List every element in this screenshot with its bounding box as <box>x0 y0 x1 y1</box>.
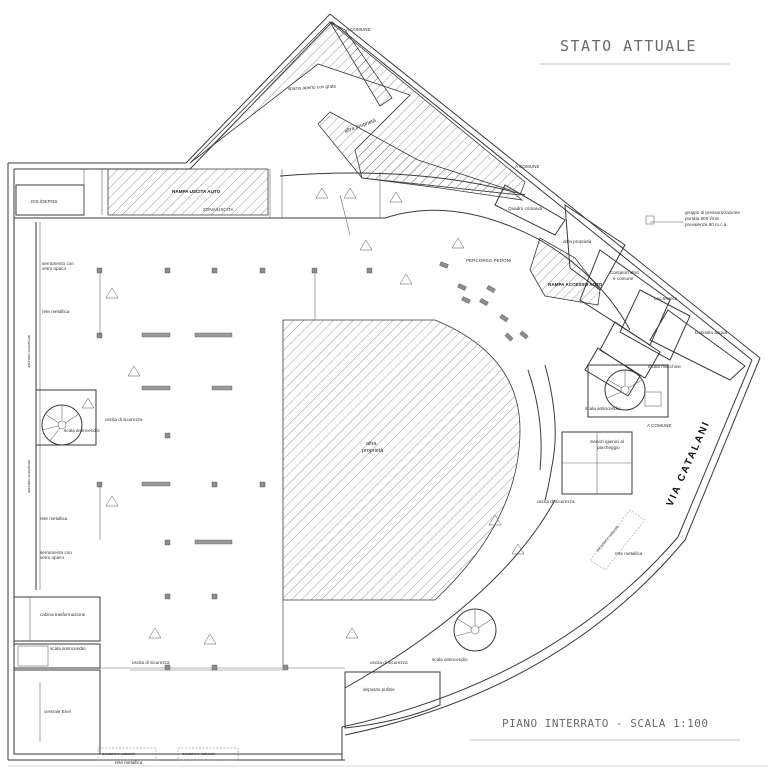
bottom-annotation-boxes <box>8 747 768 767</box>
label-locale-macchine: locale macchine <box>648 364 681 369</box>
label-servizi-igienici: Servizi igienici al parcheggio <box>590 439 625 450</box>
label-serramento-2: serramento con vetro opaco <box>40 550 73 560</box>
label-uscita-sicurezza-4: uscita di sicurezza <box>370 660 408 665</box>
label-rete-metallica-2: rete metallica <box>40 516 68 521</box>
dimension-lines <box>99 194 351 671</box>
label-spazio-aperto: spazio aperto con grata <box>288 83 337 91</box>
label-uscita-sicurezza-2: uscita di sicurezza <box>537 499 575 504</box>
label-rete-metallica-1: rete metallica <box>42 309 70 314</box>
label-rete-metallica-bottom: rete metallica <box>115 760 143 765</box>
pump-symbol <box>645 215 655 225</box>
label-cabina-trasformazione: cabina trasformazione <box>40 612 86 617</box>
label-quadro-comandi: Quadro comandi <box>508 206 542 211</box>
label-scala-antincendio-left: scala antincendio <box>64 428 100 433</box>
label-contatori: Contatori idrici e comune <box>610 270 641 281</box>
label-serramento-1: serramento con vetro opaco <box>42 261 75 271</box>
label-altra-proprieta-right: altra proprietà <box>563 239 592 244</box>
street-label: VIA CATALANI <box>665 419 713 508</box>
label-uscita-sicurezza-1: uscita di sicurezza <box>105 417 143 422</box>
spiral-stair-right <box>604 369 662 411</box>
label-altra-proprieta-center: altra proprietà <box>362 441 383 454</box>
ramp-pillars <box>439 261 529 342</box>
label-disimpegno: DIS./DEPOS. <box>31 199 59 204</box>
label-uscita-sicurezza-3: uscita di sicurezza <box>132 660 170 665</box>
label-rampa-accesso: RAMPA ACCESSO AUTO <box>548 282 603 287</box>
room-labels: A COMUNE spazio aperto con grata altra p… <box>27 27 741 765</box>
label-aerazione-left-1: aerazione naturale <box>27 335 32 369</box>
label-locale-tecnico: Loc.tecnico <box>654 296 678 301</box>
drawing-title: STATO ATTUALE <box>560 37 697 55</box>
label-percorso-pedoni: PERCORSO PEDONI <box>466 258 511 263</box>
label-aerazione-bottom-1: aerazione naturale <box>102 751 136 756</box>
inner-walls <box>13 169 746 755</box>
label-gruppo-press: gruppo di pressurizzazione portata 600 l… <box>685 210 741 227</box>
beams <box>141 332 233 545</box>
label-deposito-pulizie: deposito pulizie <box>363 687 395 692</box>
label-aerazione-left-2: aerazione naturale <box>27 460 32 494</box>
hatch-top-strip <box>328 20 393 107</box>
hatch-top-corridor <box>317 111 524 201</box>
spiral-stair-bottom <box>453 608 497 652</box>
label-deposito-acqua: Deposito acqua <box>695 330 727 335</box>
label-scala-antincendio-lower: scala antincendio <box>432 657 468 662</box>
section-markers <box>81 187 525 645</box>
spiral-stair-left <box>41 404 83 446</box>
label-a-comune-right: A COMUNE <box>647 423 672 428</box>
right-annotation-box <box>589 509 646 571</box>
label-a-comune-top: A COMUNE <box>346 27 371 32</box>
hatch-rampa-uscita <box>107 168 269 216</box>
label-rete-metallica-right: rete metallica <box>615 551 643 556</box>
label-scala-antincendio-right: scala antincendio <box>585 406 621 411</box>
hatch-central-property <box>282 319 521 601</box>
hatch-rampa-accesso <box>529 237 601 306</box>
label-aerazione-bottom-2: aerazione naturale <box>182 751 216 756</box>
label-aerazione-right: aerazione naturale <box>595 523 621 552</box>
label-centrale-enel: centrale Enel <box>44 709 71 714</box>
label-scala-antincendio-bottom: scala antincendio <box>50 646 86 651</box>
label-a-comune-mid: A COMUNE <box>515 164 540 169</box>
label-rampa-uscita: RAMPA USCITA AUTO <box>172 189 221 194</box>
drawing-subtitle: PIANO INTERRATO - SCALA 1:100 <box>502 717 709 730</box>
label-box-uscita: ZONA/USCITA <box>203 207 234 212</box>
